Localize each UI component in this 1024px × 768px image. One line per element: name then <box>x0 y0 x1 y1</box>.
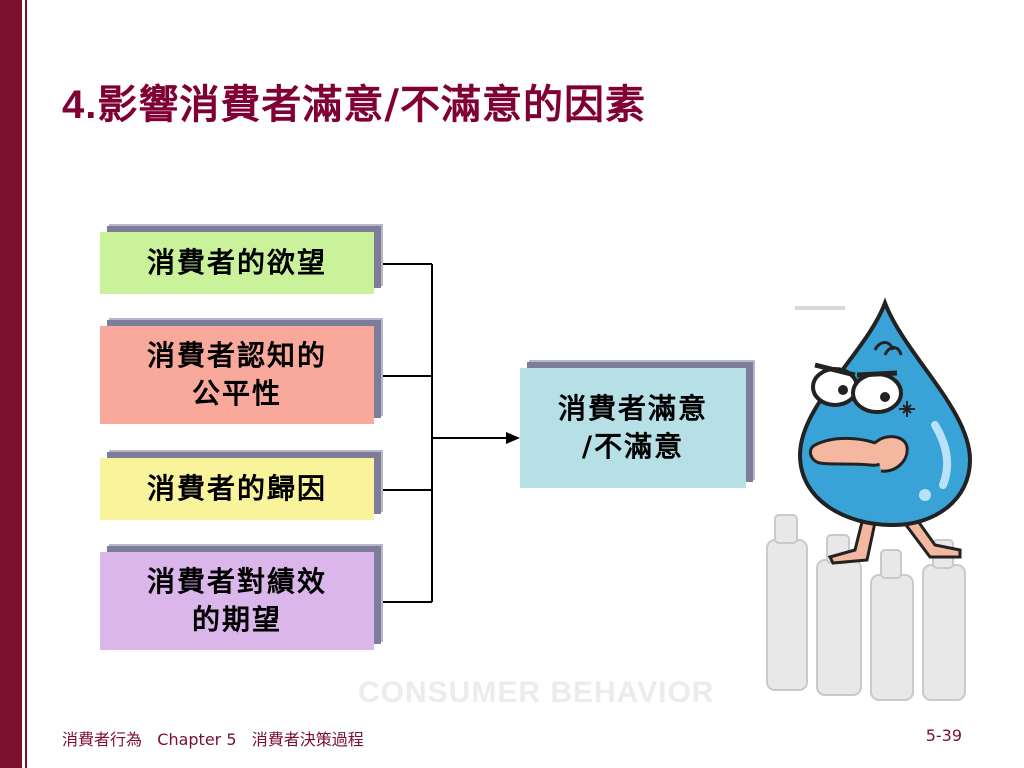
left-accent-bar <box>0 0 22 768</box>
factor-box-label-line2: 的期望 <box>191 603 282 636</box>
left-accent-line <box>25 0 27 768</box>
footer-page-number: 5-39 <box>925 726 962 745</box>
factor-box-desire: 消費者的欲望 <box>100 232 374 294</box>
result-box-satisfaction: 消費者滿意 /不滿意 <box>520 368 746 488</box>
arrow-head-icon <box>506 432 520 444</box>
factor-box-label-line2: 公平性 <box>191 377 282 410</box>
footer-course-info: 消費者行為 Chapter 5 消費者決策過程 <box>62 726 364 750</box>
footer-chapter: Chapter 5 <box>157 730 237 749</box>
factor-box-label: 消費者的欲望 <box>146 246 327 279</box>
footer-chapter-title: 消費者決策過程 <box>251 730 364 749</box>
result-box-label: 消費者滿意 <box>557 392 708 425</box>
water-drop-character-icon <box>797 297 973 565</box>
factor-box-label: 消費者認知的 <box>146 339 327 372</box>
slide-title-number: 4. <box>62 83 98 127</box>
factor-box-perceived-equity: 消費者認知的 公平性 <box>100 326 374 424</box>
factor-box-label: 消費者的歸因 <box>146 472 327 505</box>
result-box-label-line2: /不滿意 <box>581 430 685 463</box>
factor-box-label: 消費者對績效 <box>146 565 327 598</box>
slide-title-text: 影響消費者滿意/不滿意的因素 <box>97 81 646 128</box>
factor-box-performance-expectation: 消費者對績效 的期望 <box>100 552 374 650</box>
slide-title: 4.影響消費者滿意/不滿意的因素 <box>62 72 646 130</box>
small-caption-mark <box>795 306 845 310</box>
footer-course: 消費者行為 <box>62 730 143 749</box>
watermark-text: CONSUMER BEHAVIOR <box>358 676 715 709</box>
factor-box-attribution: 消費者的歸因 <box>100 458 374 520</box>
